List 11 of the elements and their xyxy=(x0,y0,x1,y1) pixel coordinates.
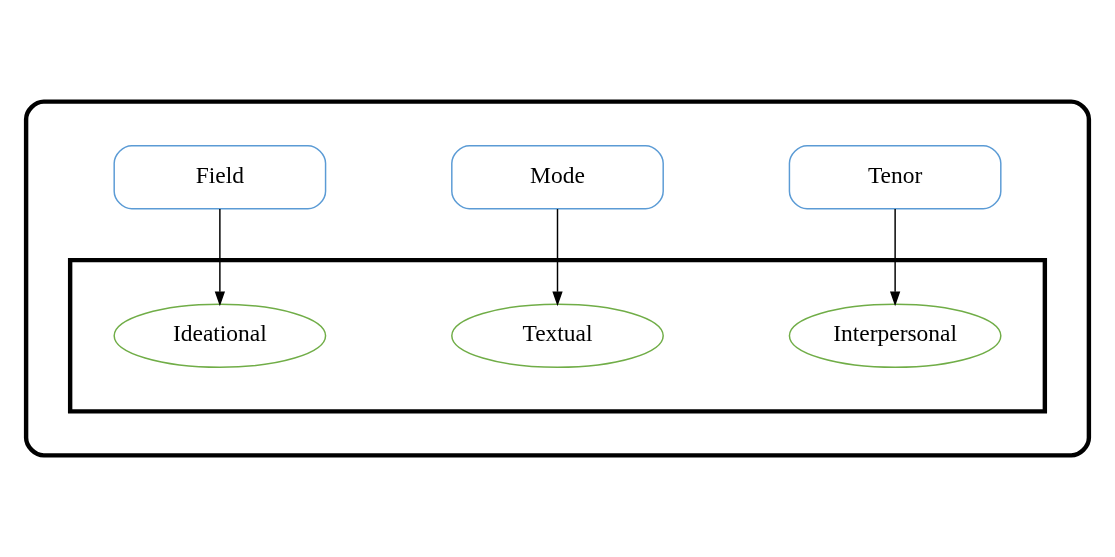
node-box: Tenor xyxy=(788,144,1002,210)
node-ellipse: Interpersonal xyxy=(788,303,1002,369)
node-box: Field xyxy=(113,144,327,210)
arrow xyxy=(552,208,563,307)
arrow xyxy=(214,208,226,307)
node-ellipse: Textual xyxy=(451,303,664,369)
node-box: Mode xyxy=(451,144,664,210)
cluster xyxy=(23,99,1092,458)
node-ellipse: Ideational xyxy=(113,303,327,369)
arrow xyxy=(889,208,901,307)
cluster xyxy=(67,257,1048,414)
